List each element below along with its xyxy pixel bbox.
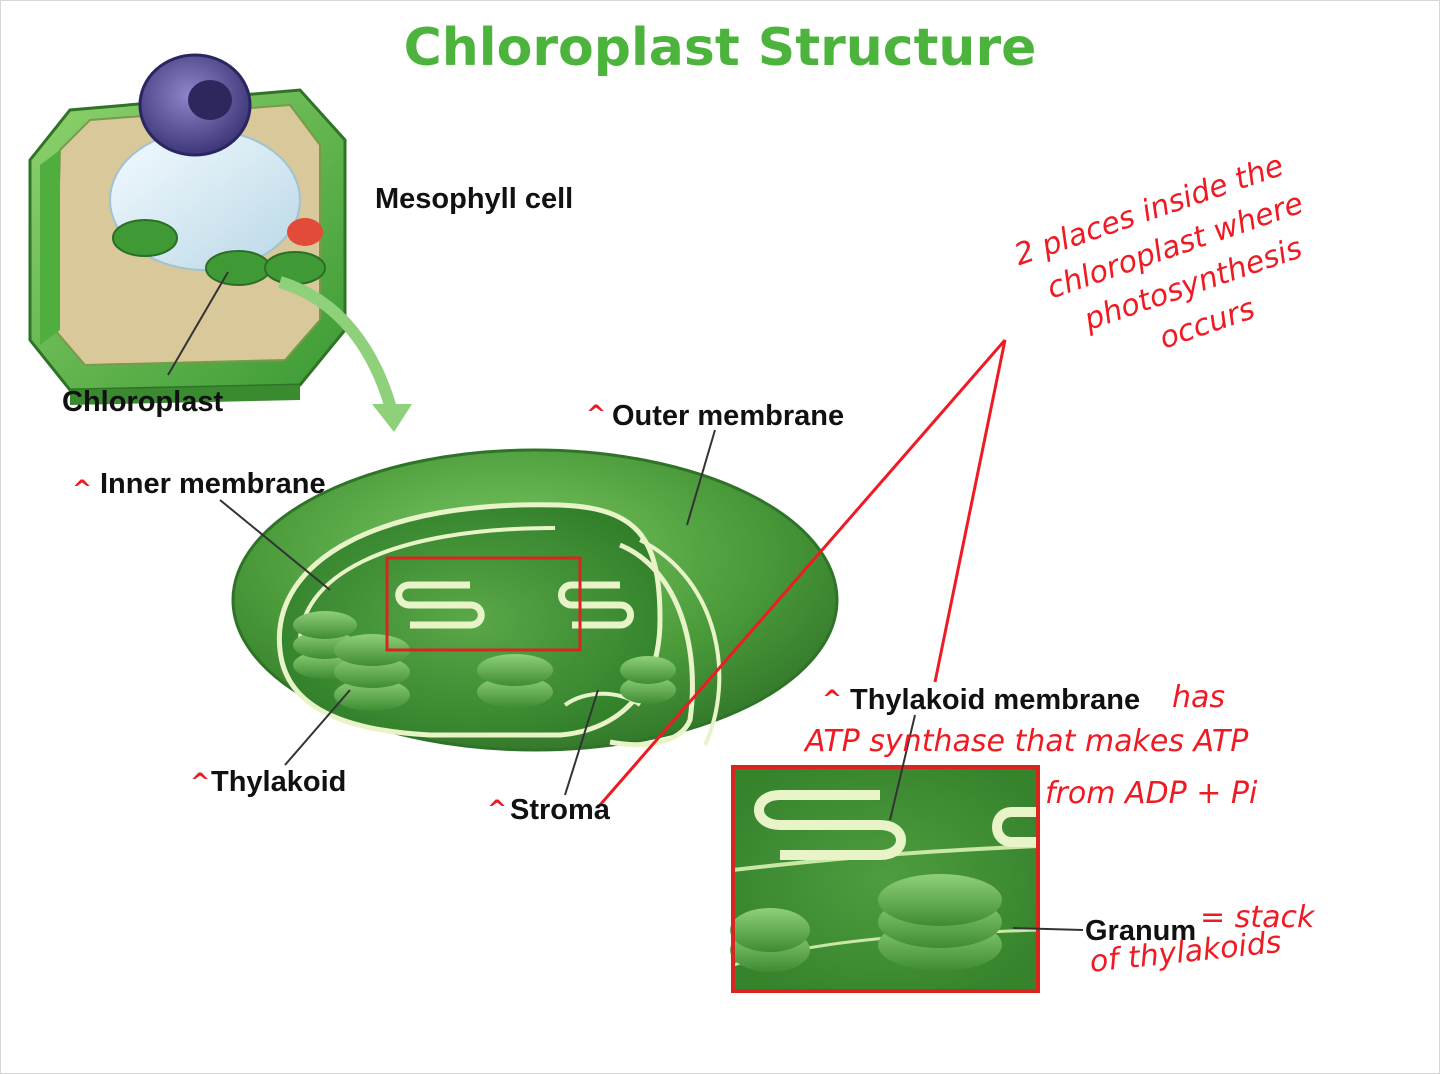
label-chloroplast: Chloroplast: [62, 386, 224, 418]
tick-mark-icon: ^: [586, 400, 607, 428]
annotation-stack: = stack: [1200, 900, 1315, 935]
annotation-from-adp: from ADP + Pi: [1045, 776, 1258, 811]
label-granum: Granum: [1085, 915, 1197, 947]
leader-lines: [219, 429, 1084, 931]
label-thylakoid: Thylakoid: [211, 766, 347, 798]
tick-mark-icon: ^: [822, 685, 843, 713]
page-title: Chloroplast Structure: [403, 18, 1037, 78]
inset-zoom: [730, 765, 1040, 993]
chloroplast-illustration: [231, 448, 839, 752]
mesophyll-cell-illustration: [28, 53, 412, 432]
tick-mark-icon: ^: [72, 475, 93, 503]
annotation-lines: [598, 339, 1007, 806]
label-mesophyll-cell: Mesophyll cell: [375, 183, 574, 215]
tick-mark-icon: ^: [190, 768, 211, 796]
label-stroma: Stroma: [510, 794, 610, 826]
tick-mark-icon: ^: [487, 795, 508, 823]
label-thylakoid-membrane: Thylakoid membrane: [850, 684, 1141, 716]
annotation-has: has: [1172, 680, 1226, 715]
annotation-atp-synthase: ATP synthase that makes ATP: [805, 724, 1249, 759]
label-inner-membrane: Inner membrane: [100, 468, 326, 500]
label-outer-membrane: Outer membrane: [612, 400, 845, 432]
